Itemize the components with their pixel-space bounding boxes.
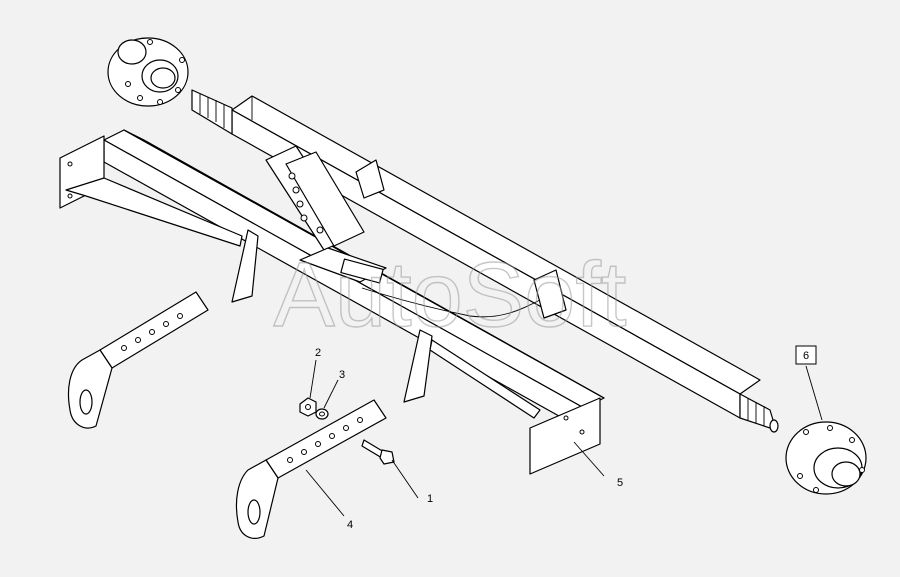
bolt	[361, 439, 395, 465]
frame-gussets	[231, 229, 541, 419]
brake-cable	[361, 287, 541, 318]
callout-3: 3	[339, 369, 345, 381]
watermark: AutoSoft	[274, 244, 627, 346]
left-gusset	[65, 177, 243, 247]
left-spindle	[191, 89, 233, 135]
callout-2: 2	[315, 347, 321, 359]
nut	[299, 397, 317, 417]
leader-lines	[305, 359, 823, 517]
left-hub	[107, 37, 189, 107]
callout-6-box	[795, 345, 817, 365]
right-spindle	[739, 393, 779, 433]
drawbar-upper	[67, 291, 209, 429]
callout-4: 4	[347, 519, 353, 531]
callout-1: 1	[427, 493, 433, 505]
washer	[315, 408, 329, 420]
drawbar-lower	[235, 399, 387, 539]
right-hub	[785, 421, 867, 495]
right-end-plate	[529, 397, 601, 475]
center-bracket	[265, 145, 387, 284]
axle-brackets	[355, 159, 567, 319]
callout-5: 5	[617, 477, 623, 489]
callout-6: 6	[803, 350, 809, 362]
